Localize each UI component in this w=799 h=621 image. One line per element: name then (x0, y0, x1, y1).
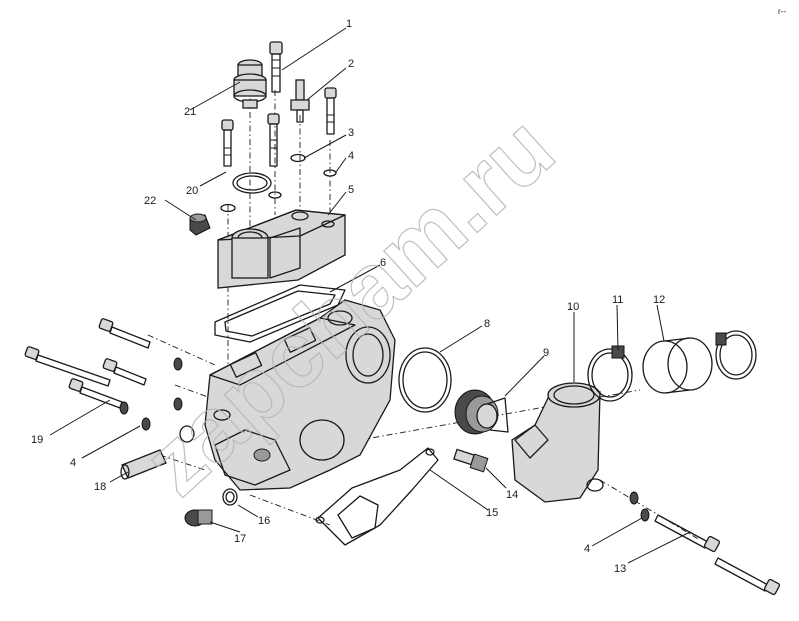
bolt-19c (102, 358, 147, 386)
assembly-axes (147, 85, 701, 541)
gasket-15 (315, 447, 439, 546)
callout-8: 8 (484, 318, 490, 330)
callout-5: 5 (348, 184, 354, 196)
callout-22: 22 (144, 195, 156, 207)
callout-3: 3 (348, 127, 354, 139)
callout-labels: 1 2 3 4 5 6 8 9 10 11 12 13 14 15 16 17 … (31, 18, 665, 575)
callout-2: 2 (348, 58, 354, 70)
o-ring-8 (398, 347, 452, 413)
leader-lines (49, 27, 691, 564)
callout-9: 9 (543, 347, 549, 359)
clamp-right (715, 330, 757, 380)
thermostat-9 (454, 389, 509, 435)
callout-4-right: 4 (584, 543, 590, 555)
callout-15: 15 (486, 507, 498, 519)
callout-21: 21 (184, 106, 196, 118)
callout-12: 12 (653, 294, 665, 306)
callout-16: 16 (258, 515, 270, 527)
hose-12 (642, 337, 713, 394)
plug-22 (189, 213, 211, 236)
bolt-center (267, 113, 280, 167)
fitting-21 (233, 59, 267, 109)
washer-4-left (119, 357, 195, 443)
callout-13: 13 (614, 563, 626, 575)
bolt-13a (654, 514, 721, 553)
callout-10: 10 (567, 301, 579, 313)
plug-17 (184, 509, 213, 527)
bolt-13b (714, 557, 781, 596)
seal-16 (222, 488, 238, 506)
bolt-1 (269, 41, 283, 93)
clamp-11 (587, 345, 633, 402)
thermostat-cover-5 (217, 209, 346, 289)
callout-4-left: 4 (70, 457, 76, 469)
callout-11: 11 (612, 294, 623, 306)
callout-18: 18 (94, 481, 106, 493)
outlet-elbow-10 (511, 382, 604, 503)
bolt-20 (221, 119, 234, 167)
callout-19: 19 (31, 434, 43, 446)
callout-14: 14 (506, 489, 518, 501)
callout-17: 17 (234, 533, 246, 545)
bolt-19d (68, 378, 123, 409)
callout-20: 20 (186, 185, 198, 197)
gasket-ring-top (232, 172, 272, 194)
bolt-19a (98, 318, 151, 349)
main-housing (204, 299, 396, 491)
callout-4-top: 4 (348, 150, 354, 162)
washer-4-right (629, 491, 650, 522)
bolt-3 (324, 87, 337, 135)
callout-6: 6 (380, 257, 386, 269)
callout-1: 1 (346, 18, 352, 30)
washer-4-upper (220, 153, 337, 213)
sensor-14 (453, 448, 489, 473)
bolt-19b (24, 346, 111, 387)
sensor-2 (290, 79, 310, 123)
corner-mark: r-- (778, 7, 786, 16)
